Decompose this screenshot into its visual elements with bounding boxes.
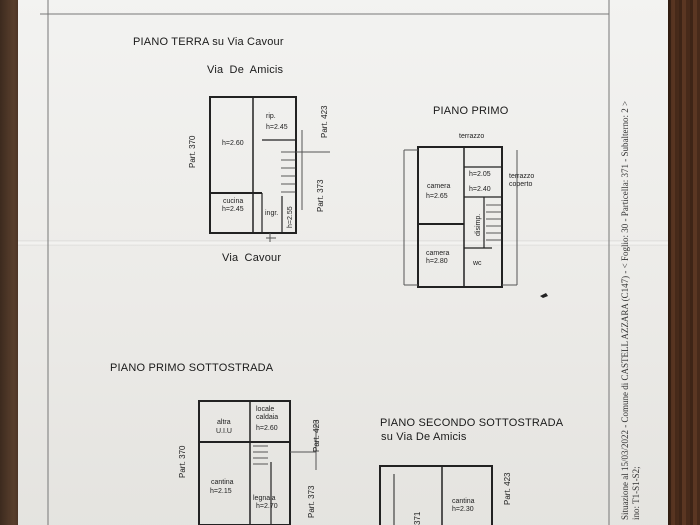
ink-mark bbox=[540, 293, 548, 298]
room-height: h=2.40 bbox=[469, 186, 491, 193]
room-height: h=2.70 bbox=[256, 503, 278, 510]
room-label: legnaia bbox=[253, 495, 276, 502]
cadastral-margin-text: Situazione al 15/03/2022 - Comune di CAS… bbox=[620, 101, 642, 520]
parcel-label: Part. 373 bbox=[307, 485, 316, 518]
piano-terra-title: PIANO TERRA su Via Cavour bbox=[133, 36, 284, 48]
room-label: cucina bbox=[223, 198, 244, 205]
room-label: cantina bbox=[452, 498, 475, 505]
room-height: h=2.65 bbox=[426, 193, 448, 200]
room-label: terrazzo bbox=[509, 173, 535, 180]
street-label-bottom: Via Cavour bbox=[222, 252, 282, 264]
piano-terra-plan bbox=[209, 96, 297, 234]
piano-primo-sottostrada-plan bbox=[198, 400, 291, 525]
piano-secondo-sottostrada-subtitle: su Via De Amicis bbox=[381, 431, 467, 443]
room-height: h=2.55 bbox=[287, 206, 294, 228]
floor-plan-sheet bbox=[18, 0, 668, 525]
room-label: ingr. bbox=[265, 210, 279, 217]
street-label-top: Via De Amicis bbox=[207, 64, 284, 76]
room-label: caldaia bbox=[256, 414, 279, 421]
room-label: U.I.U bbox=[216, 428, 232, 435]
cadastral-floors-line: ino: T1-S1-S2; bbox=[631, 466, 641, 520]
room-height: h=2.05 bbox=[469, 171, 491, 178]
room-label: locale bbox=[256, 406, 275, 413]
room-height: h=2.30 bbox=[452, 506, 474, 513]
parcel-label: Part. 373 bbox=[316, 179, 325, 212]
parcel-label: Part. 370 bbox=[178, 445, 187, 478]
cadastral-info-line: Situazione al 15/03/2022 - Comune di CAS… bbox=[620, 100, 630, 520]
room-label: cantina bbox=[211, 479, 234, 486]
piano-primo-plan bbox=[417, 146, 503, 288]
parcel-label: Part. 423 bbox=[320, 105, 329, 138]
room-height: h=2.60 bbox=[256, 425, 278, 432]
room-label: disimp. bbox=[475, 213, 482, 236]
room-label: terrazzo bbox=[459, 133, 485, 140]
room-label: camera bbox=[426, 250, 450, 257]
room-height: h=2.80 bbox=[426, 258, 448, 265]
room-height: h=2.45 bbox=[266, 124, 288, 131]
piano-secondo-sottostrada-plan bbox=[379, 465, 493, 525]
parcel-label: Part. 423 bbox=[312, 419, 321, 452]
piano-primo-title: PIANO PRIMO bbox=[433, 105, 509, 117]
paper-fold-line bbox=[18, 240, 668, 246]
room-label: coperto bbox=[509, 181, 533, 188]
piano-secondo-sottostrada-title: PIANO SECONDO SOTTOSTRADA bbox=[380, 417, 564, 429]
room-height: h=2.15 bbox=[210, 488, 232, 495]
room-height: h=2.45 bbox=[222, 206, 244, 213]
room-label: camera bbox=[427, 183, 451, 190]
room-label: rip. bbox=[266, 113, 276, 120]
piano-primo-sottostrada-title: PIANO PRIMO SOTTOSTRADA bbox=[110, 362, 274, 374]
piano-primo-stairs bbox=[486, 204, 502, 241]
wooden-surface bbox=[668, 0, 700, 525]
piano-terra-stairs bbox=[281, 151, 296, 193]
parcel-label: Part. 370 bbox=[188, 135, 197, 168]
room-height: h=2.60 bbox=[222, 140, 244, 147]
parcel-label: 371 bbox=[413, 511, 422, 525]
parcel-label: Part. 423 bbox=[503, 472, 512, 505]
room-label: altra bbox=[217, 419, 231, 426]
room-label: wc bbox=[473, 260, 482, 267]
primo-sottostrada-stairs bbox=[253, 445, 268, 465]
